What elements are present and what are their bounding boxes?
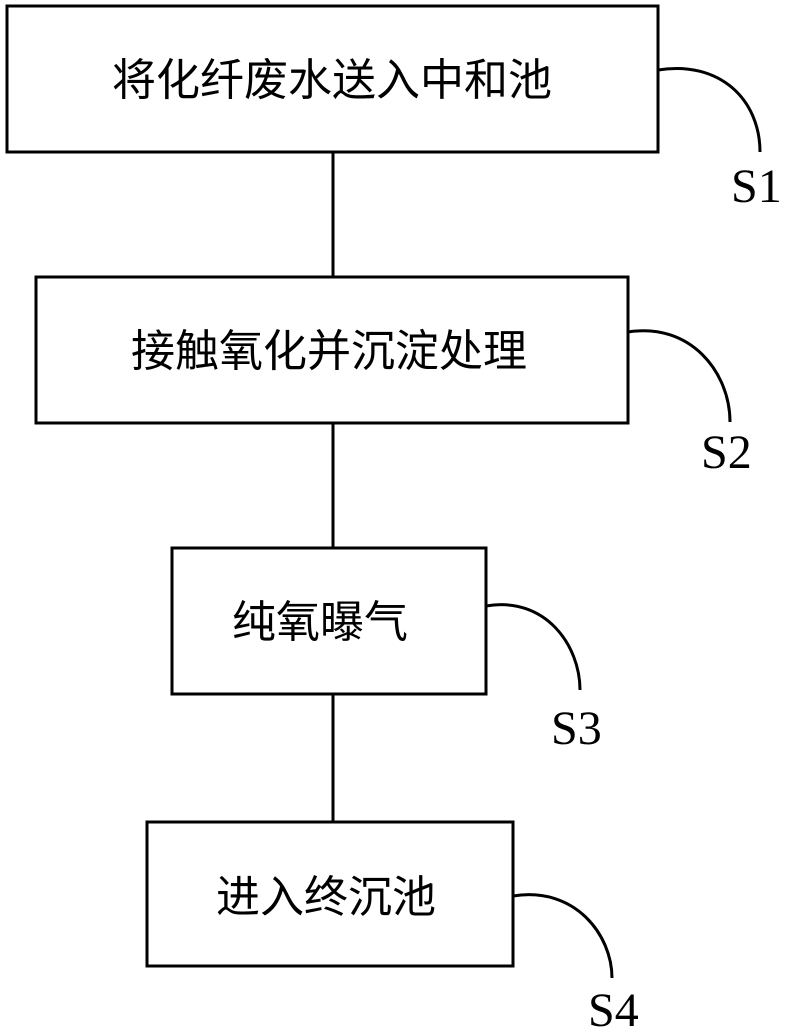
step-2: 接触氧化并沉淀处理 S2 — [34, 275, 752, 479]
step-4-leader — [512, 893, 614, 979]
step-4: 进入终沉池 S4 — [145, 820, 639, 1032]
step-4-label: S4 — [588, 984, 639, 1032]
step-3-label: S3 — [551, 702, 602, 755]
step-1-label: S1 — [731, 160, 782, 213]
step-4-text: 进入终沉池 — [216, 872, 436, 923]
step-1-text: 将化纤废水送入中和池 — [112, 55, 552, 106]
step-1: 将化纤废水送入中和池 S1 — [5, 4, 782, 213]
step-1-leader — [657, 67, 762, 153]
step-2-leader — [627, 329, 732, 423]
step-3-leader — [485, 603, 582, 691]
step-3-text: 纯氧曝气 — [232, 597, 408, 648]
step-3-box — [170, 546, 488, 696]
step-1-box — [5, 4, 660, 154]
step-2-label: S2 — [701, 426, 752, 479]
step-2-box — [34, 275, 630, 425]
step-4-box — [145, 820, 515, 968]
step-3: 纯氧曝气 S3 — [170, 546, 602, 755]
step-2-text: 接触氧化并沉淀处理 — [131, 326, 527, 377]
